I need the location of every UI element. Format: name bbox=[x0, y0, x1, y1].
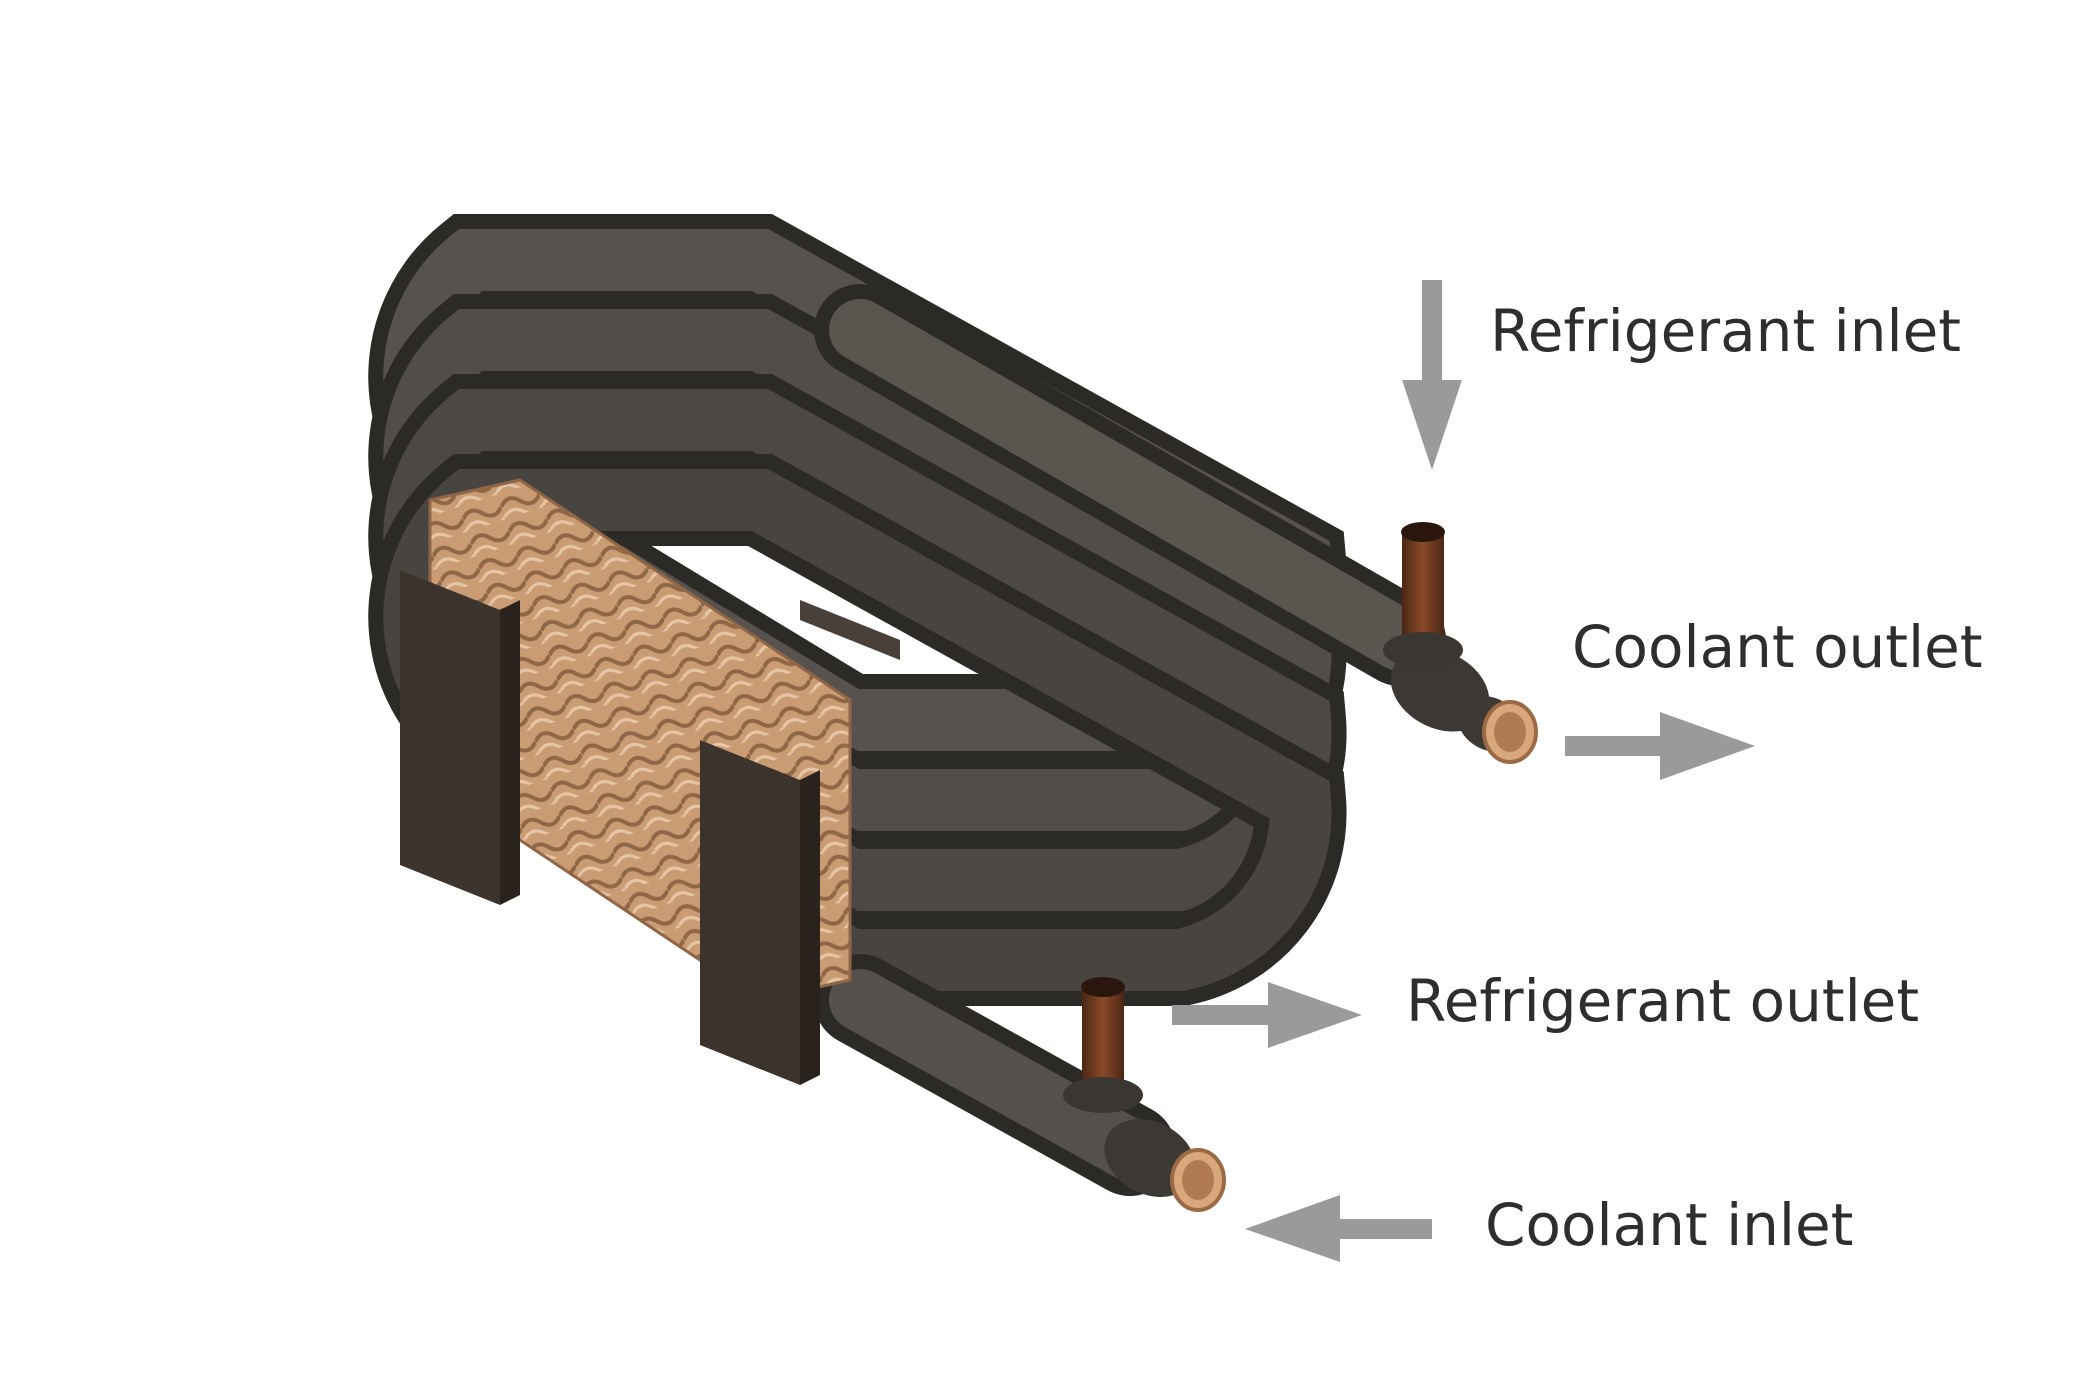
refrigerant-inlet-arrow-icon bbox=[1402, 280, 1462, 470]
coolant-outlet-label: Coolant outlet bbox=[1572, 613, 1983, 681]
lower-tube bbox=[814, 954, 1226, 1212]
upper-outlet-tube bbox=[814, 284, 1538, 764]
coolant-inlet-arrow-icon bbox=[1245, 1195, 1432, 1262]
refrigerant-inlet-label: Refrigerant inlet bbox=[1490, 297, 1961, 365]
mounting-brackets bbox=[400, 570, 900, 1085]
refrigerant-outlet-label: Refrigerant outlet bbox=[1406, 967, 1920, 1035]
upper-copper-stub bbox=[1383, 522, 1463, 668]
coolant-outlet-arrow-icon bbox=[1565, 712, 1755, 780]
coolant-inlet-label: Coolant inlet bbox=[1485, 1191, 1854, 1259]
refrigerant-outlet-arrow-icon bbox=[1172, 982, 1362, 1048]
lower-copper-stub bbox=[1063, 977, 1143, 1113]
flow-arrows bbox=[1172, 280, 1755, 1262]
